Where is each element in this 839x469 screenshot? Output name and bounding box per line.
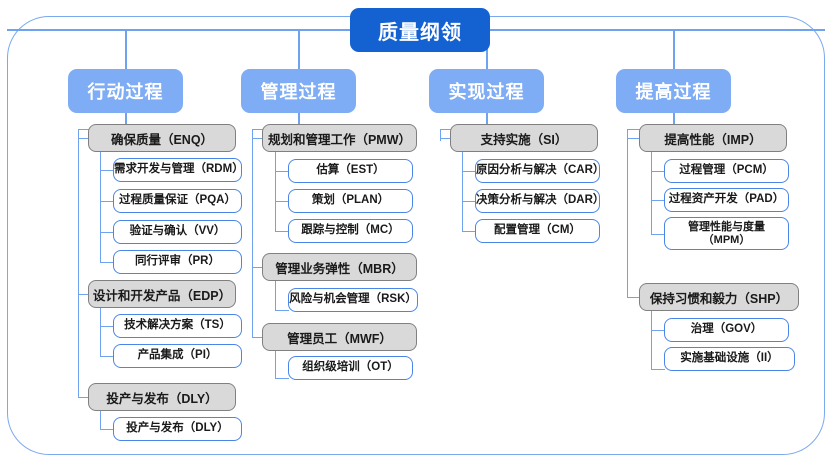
leaf-pad[interactable]: 过程资产开发（PAD） [664,188,789,212]
leaf-est[interactable]: 估算（EST） [288,159,413,183]
group-dly[interactable]: 投产与发布（DLY） [88,383,236,411]
leaf-pqa[interactable]: 过程质量保证（PQA） [113,189,242,213]
column-spine-realization [440,129,442,141]
trunk-line-right [489,29,825,31]
leaf-vv[interactable]: 验证与确认（VV） [113,220,242,244]
trunk-line-left [7,29,351,31]
column-header-action[interactable]: 行动过程 [68,69,183,113]
column-drop-management [298,113,300,129]
leaf-ii[interactable]: 实施基础设施（II） [664,347,795,371]
leaf-mpm[interactable]: 管理性能与度量 （MPM） [664,217,789,250]
group-spine-imp [651,152,653,235]
leaf-branch-car [462,171,476,173]
leaf-branch-pqa [100,201,114,203]
group-branch-mbr [252,267,264,269]
group-si[interactable]: 支持实施（SI） [450,124,598,152]
group-spine-mwf [275,351,277,379]
group-spine-dly [100,411,102,430]
column-drop-realization [486,113,488,129]
leaf-cm[interactable]: 配置管理（CM） [475,219,600,243]
column-spine-action [78,129,80,397]
leaf-branch-dar [462,201,476,203]
leaf-branch-pr [100,262,114,264]
leaf-branch-mpm [651,234,665,236]
group-mwf[interactable]: 管理员工（MWF） [262,323,417,351]
leaf-pcm[interactable]: 过程管理（PCM） [664,159,789,183]
leaf-dly[interactable]: 投产与发布（DLY） [113,417,242,441]
leaf-branch-pi [100,356,114,358]
group-branch-shp [627,297,641,299]
group-spine-edp [100,308,102,356]
leaf-branch-est [275,171,289,173]
leaf-branch-mc [275,231,289,233]
group-branch-imp [627,138,641,140]
column-drop-improvement [673,113,675,129]
group-pmw[interactable]: 规划和管理工作（PMW） [262,124,417,152]
leaf-dar[interactable]: 决策分析与解决（DAR） [475,189,604,213]
leaf-pi[interactable]: 产品集成（PI） [113,344,242,368]
group-edp[interactable]: 设计和开发产品（EDP） [88,280,236,308]
group-spine-mbr [275,281,277,311]
leaf-branch-pad [651,200,665,202]
leaf-gov[interactable]: 治理（GOV） [664,318,789,342]
trunk-drop-improvement [673,29,675,69]
group-mbr[interactable]: 管理业务弹性（MBR） [262,253,417,281]
leaf-branch-pcm [651,171,665,173]
group-branch-pmw [252,138,264,140]
leaf-branch-rdm [100,170,114,172]
leaf-ts[interactable]: 技术解决方案（TS） [113,314,242,338]
leaf-branch-ot [275,378,289,380]
trunk-drop-action [125,29,127,69]
leaf-mc[interactable]: 跟踪与控制（MC） [288,219,413,243]
leaf-rdm[interactable]: 需求开发与管理（RDM） [113,158,244,182]
column-drop-action [125,113,127,129]
group-shp[interactable]: 保持习惯和毅力（SHP） [639,283,799,311]
leaf-ot[interactable]: 组织级培训（OT） [288,356,413,380]
leaf-branch-rsk [275,310,289,312]
column-header-improvement[interactable]: 提高过程 [616,69,731,113]
leaf-branch-ii [651,369,665,371]
column-spine-improvement [627,129,629,298]
leaf-car[interactable]: 原因分析与解决（CAR） [475,159,604,183]
leaf-rsk[interactable]: 风险与机会管理（RSK） [288,288,418,312]
group-imp[interactable]: 提高性能（IMP） [639,124,787,152]
column-spine-management [252,129,254,338]
trunk-drop-management [298,29,300,69]
leaf-plan[interactable]: 策划（PLAN） [288,189,413,213]
group-spine-enq [100,152,102,262]
group-spine-shp [651,311,653,370]
leaf-branch-dly [100,429,114,431]
leaf-branch-vv [100,232,114,234]
root-title: 质量纲领 [350,8,490,52]
group-enq[interactable]: 确保质量（ENQ） [88,124,236,152]
leaf-pr[interactable]: 同行评审（PR） [113,250,242,274]
leaf-branch-plan [275,201,289,203]
leaf-branch-ts [100,326,114,328]
group-spine-si [462,152,464,231]
group-spine-pmw [275,152,277,231]
column-header-realization[interactable]: 实现过程 [429,69,544,113]
group-branch-mwf [252,337,264,339]
leaf-branch-gov [651,330,665,332]
column-header-management[interactable]: 管理过程 [241,69,356,113]
leaf-branch-cm [462,231,476,233]
